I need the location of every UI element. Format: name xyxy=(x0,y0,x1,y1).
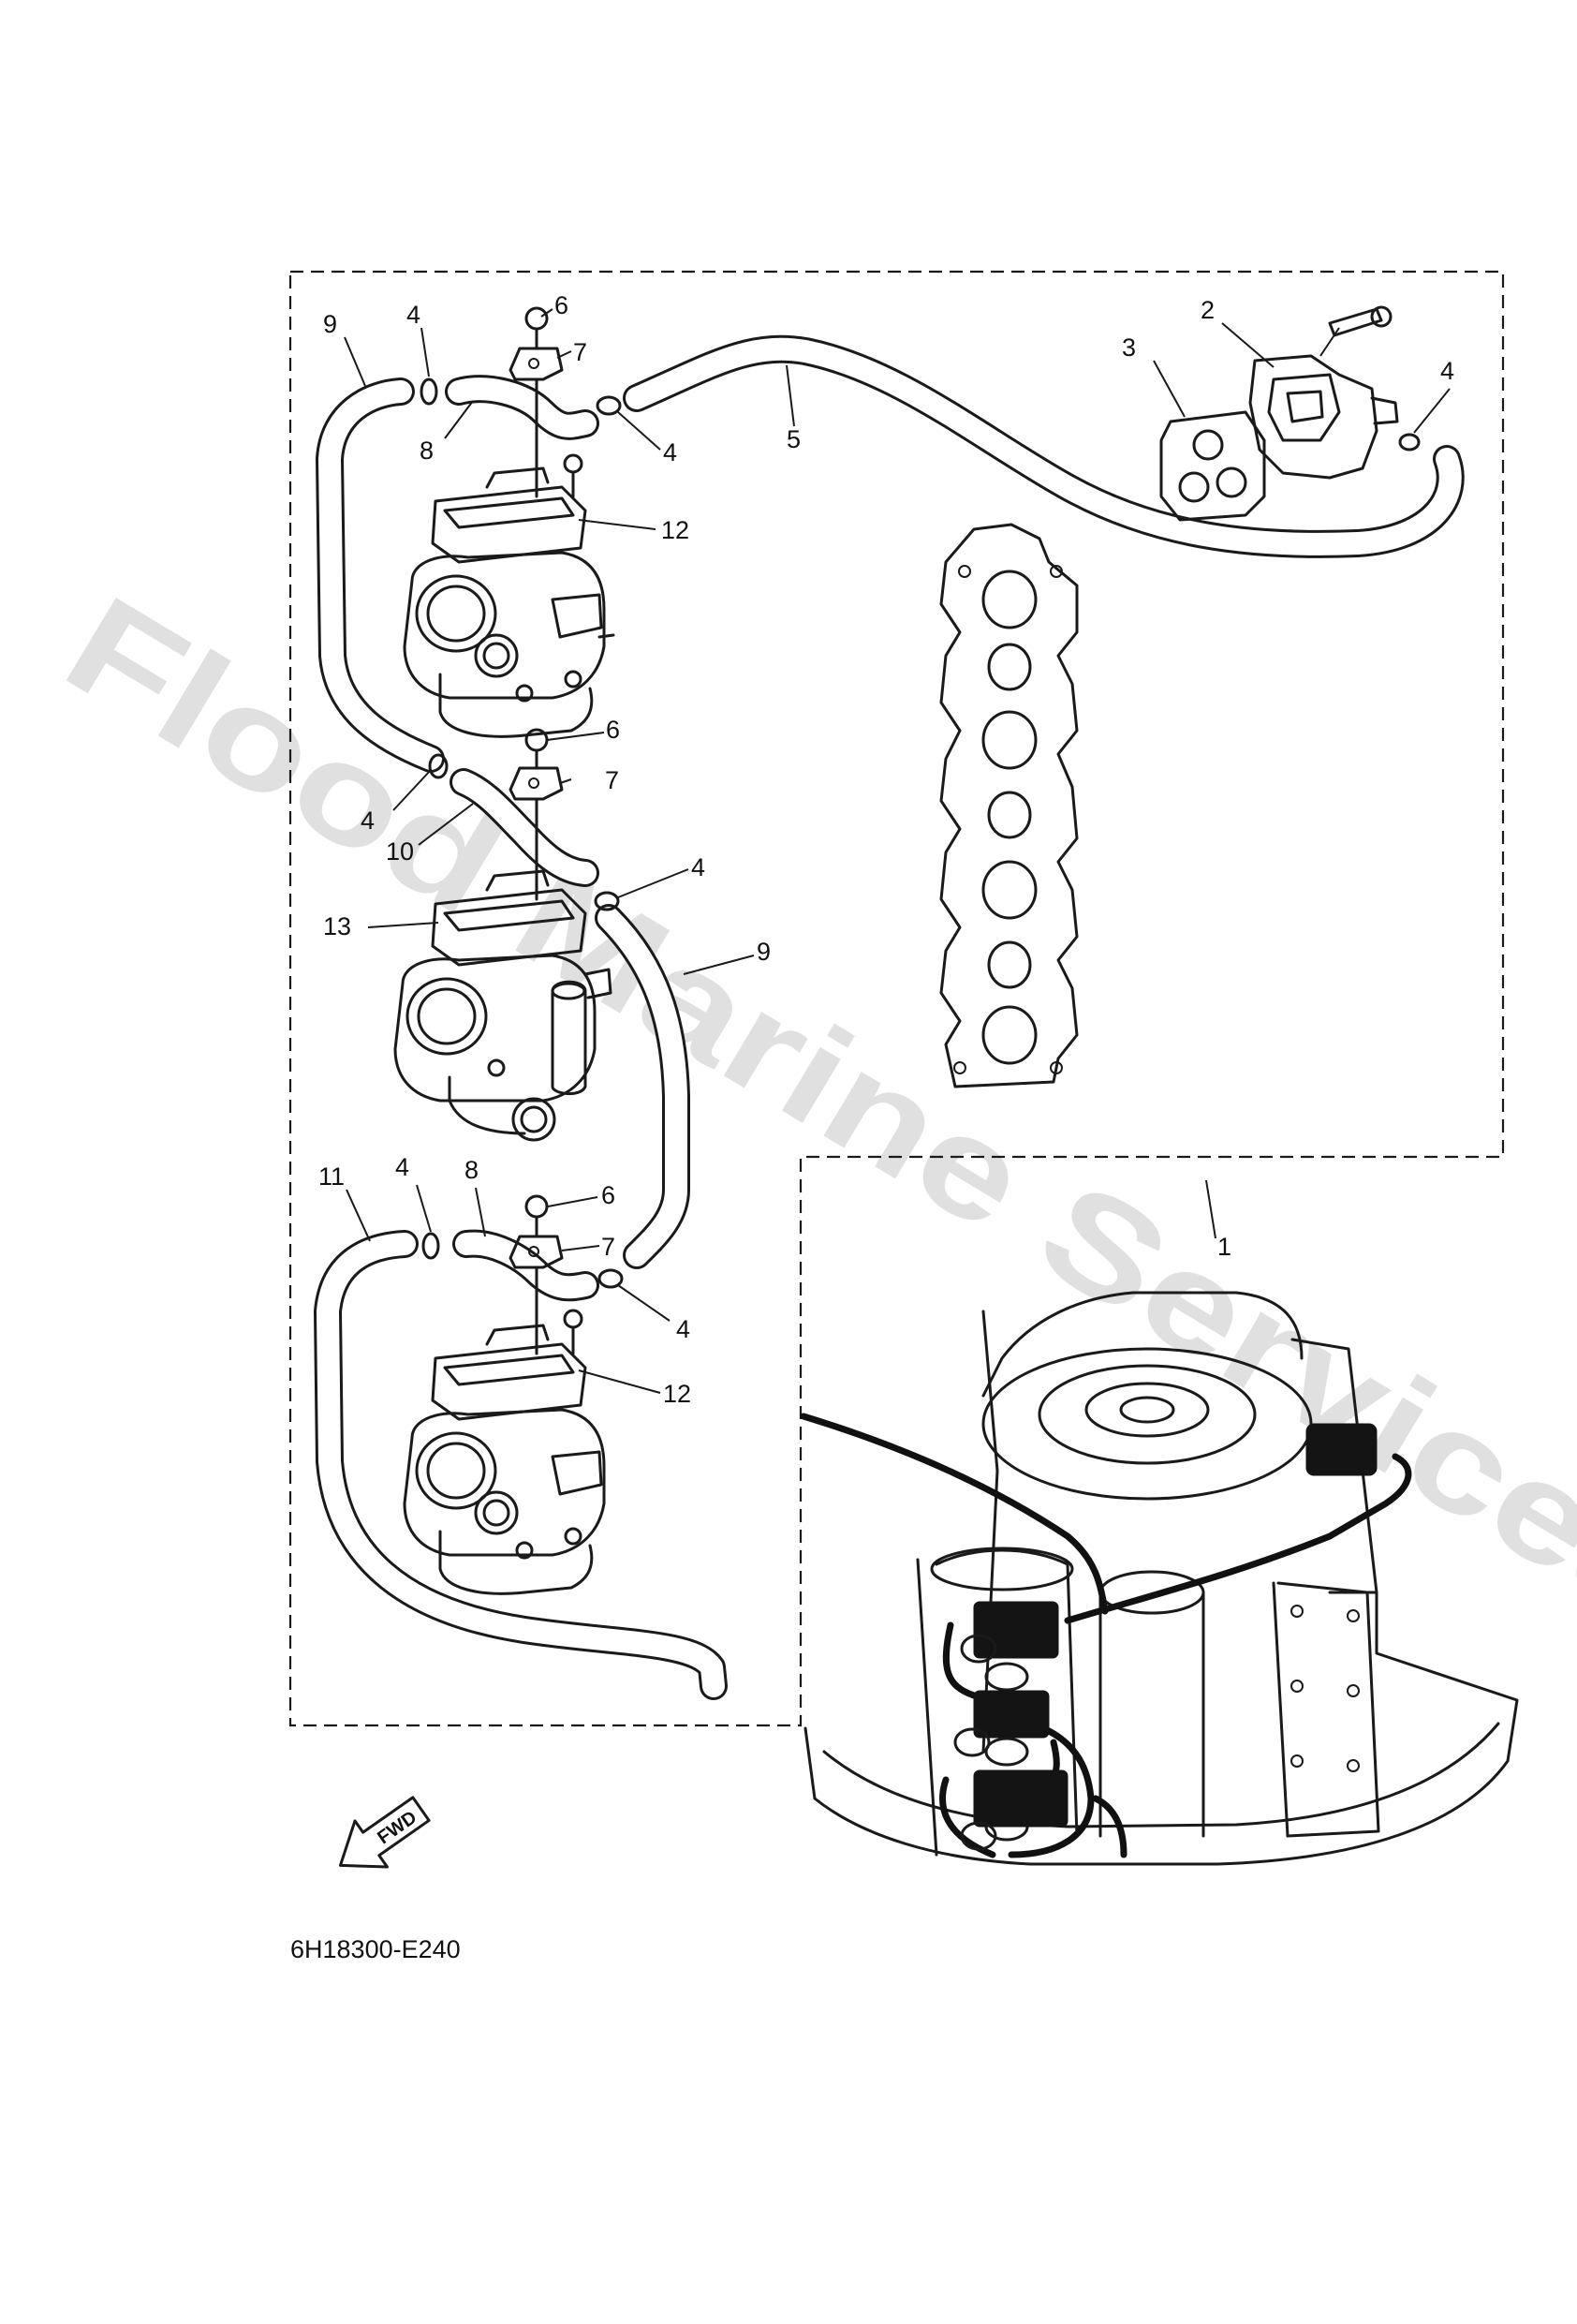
carburetor-upper xyxy=(403,377,615,738)
callout-4-middle-left: 4 xyxy=(361,807,375,835)
carburetor-lower xyxy=(403,1266,606,1595)
callout-3: 3 xyxy=(1122,333,1136,362)
joint-pipe-8-lower xyxy=(452,1229,599,1302)
carburetor-middle xyxy=(393,797,612,1142)
engine-illustration xyxy=(803,1291,1519,1866)
fuel-hose-11 xyxy=(314,1230,728,1700)
bolt-bracket-middle xyxy=(508,728,564,801)
callout-4-upper-left: 4 xyxy=(406,301,420,329)
callout-4-upper-right: 4 xyxy=(663,438,677,466)
diagram-code: 6H18300-E240 xyxy=(290,1935,461,1963)
callout-9-middle: 9 xyxy=(757,938,771,966)
callout-12-upper: 12 xyxy=(661,516,689,544)
fuel-hose-9-upper xyxy=(316,377,445,773)
callout-2: 2 xyxy=(1201,296,1215,324)
bolt-bracket-upper xyxy=(508,306,564,381)
callout-6-middle: 6 xyxy=(606,716,620,744)
callout-1: 1 xyxy=(1217,1233,1231,1261)
callout-7-middle: 7 xyxy=(605,766,619,794)
fuel-pump xyxy=(1248,305,1399,480)
fwd-arrow-icon xyxy=(338,1796,431,1869)
callout-8-upper: 8 xyxy=(420,437,434,465)
bolt-bracket-lower xyxy=(508,1194,564,1269)
intake-gasket xyxy=(939,523,1079,1088)
callout-7-upper: 7 xyxy=(573,338,587,366)
joint-pipe-10 xyxy=(450,768,599,887)
fuel-pump-gasket xyxy=(1159,410,1266,522)
callout-4-middle-right: 4 xyxy=(691,853,705,881)
fuel-hose-5 xyxy=(623,334,1465,558)
callout-5: 5 xyxy=(787,425,801,453)
ignition-coil-top xyxy=(1305,1423,1378,1476)
callout-10: 10 xyxy=(386,837,414,866)
callout-8-lower: 8 xyxy=(464,1156,479,1184)
ignition-wiring xyxy=(800,1413,1412,1858)
callout-4-pump: 4 xyxy=(1440,357,1454,385)
callout-12-lower: 12 xyxy=(663,1380,691,1408)
callout-7-lower: 7 xyxy=(601,1233,615,1261)
watermark-text: Flood Marine Services xyxy=(41,565,1577,1655)
fwd-arrow: FWD xyxy=(338,1796,431,1869)
leader-lines xyxy=(344,308,1451,1394)
ignition-coil-3 xyxy=(960,1769,1069,1851)
callout-4-lower-right: 4 xyxy=(676,1315,690,1343)
callout-9-upper: 9 xyxy=(323,310,337,338)
callout-6-upper: 6 xyxy=(554,291,568,319)
watermark: Flood Marine Services xyxy=(41,565,1577,1655)
fuel-hose-9-middle xyxy=(595,904,690,1269)
callouts: 9 4 6 7 8 4 5 3 2 4 12 6 7 4 10 4 9 13 1… xyxy=(318,291,1454,1408)
callout-6-lower: 6 xyxy=(601,1181,615,1209)
callout-11: 11 xyxy=(318,1162,345,1191)
callout-13: 13 xyxy=(323,912,351,940)
callout-4-lower-left: 4 xyxy=(395,1153,409,1181)
ignition-coil-1 xyxy=(960,1601,1059,1664)
hose-clips xyxy=(420,377,1421,1289)
assembly-boundary xyxy=(288,270,1505,1727)
ignition-coil-2 xyxy=(953,1690,1050,1757)
joint-pipe-8-upper xyxy=(445,375,599,440)
